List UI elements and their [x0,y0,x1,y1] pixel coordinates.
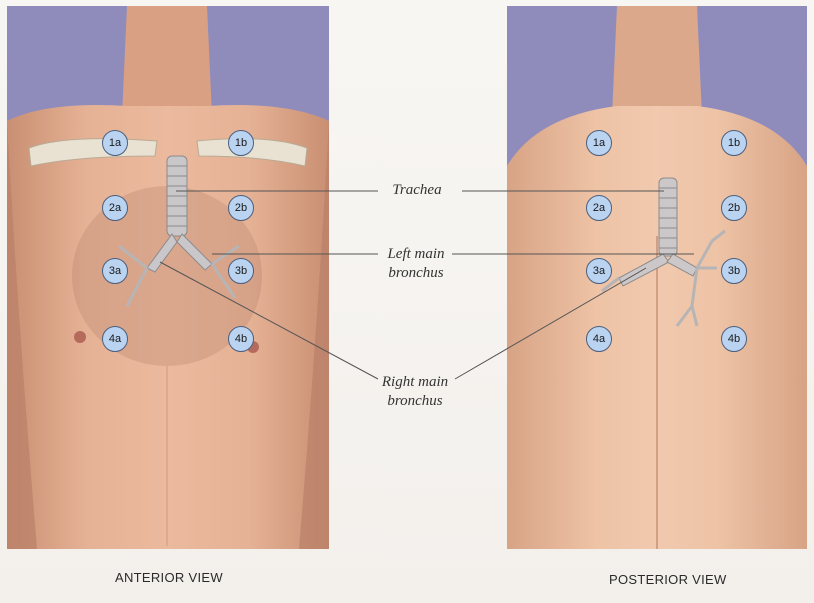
posterior-right-bronchus-leader [455,268,646,379]
anterior-marker-2a[interactable]: 2a [102,195,128,221]
posterior-marker-2a[interactable]: 2a [586,195,612,221]
right-main-bronchus-label-line1: Right main [368,373,462,392]
left-main-bronchus-label-line1: Left main [372,245,460,264]
posterior-marker-3a[interactable]: 3a [586,258,612,284]
posterior-marker-1b[interactable]: 1b [721,130,747,156]
trachea-label: Trachea [382,181,452,200]
anterior-marker-2b[interactable]: 2b [228,195,254,221]
posterior-marker-3b[interactable]: 3b [721,258,747,284]
posterior-marker-4b[interactable]: 4b [721,326,747,352]
left-main-bronchus-label-line2: bronchus [372,264,460,283]
right-main-bronchus-label-line2: bronchus [368,392,462,411]
posterior-marker-1a[interactable]: 1a [586,130,612,156]
left-main-bronchus-label: Left main bronchus [372,245,460,283]
anterior-marker-4a[interactable]: 4a [102,326,128,352]
anterior-right-bronchus-leader [160,262,378,379]
right-main-bronchus-label: Right main bronchus [368,373,462,411]
anterior-marker-3a[interactable]: 3a [102,258,128,284]
anterior-marker-3b[interactable]: 3b [228,258,254,284]
anterior-marker-1a[interactable]: 1a [102,130,128,156]
posterior-view-title: POSTERIOR VIEW [609,572,727,587]
anterior-marker-4b[interactable]: 4b [228,326,254,352]
posterior-marker-2b[interactable]: 2b [721,195,747,221]
anterior-marker-1b[interactable]: 1b [228,130,254,156]
anterior-view-title: ANTERIOR VIEW [115,570,223,585]
posterior-marker-4a[interactable]: 4a [586,326,612,352]
